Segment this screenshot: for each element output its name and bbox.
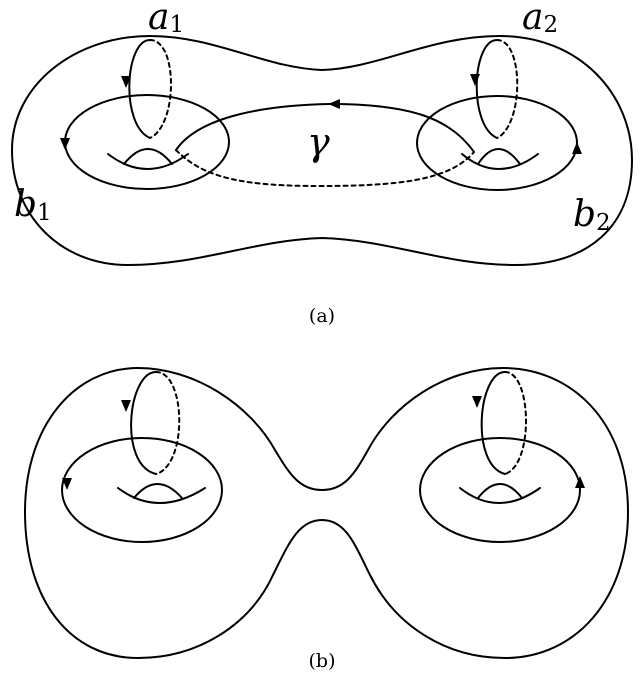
panel-b-left-meridian-arrow [121, 400, 131, 412]
panel-a-gamma-cycle-back [175, 149, 475, 187]
panel-a-left-hole-upper [123, 148, 173, 165]
panel-a-a2-cycle-back [496, 39, 519, 139]
caption-b: (b) [309, 650, 336, 672]
panel-b-right-meridian-back [504, 371, 527, 475]
panel-b-right-hole-upper [477, 483, 523, 499]
label-a2: a2 [522, 0, 558, 38]
panel-b-left-torus-cycle [61, 437, 223, 543]
panel-b-left-meridian-back [155, 371, 181, 475]
panel-a-a1-arrow [121, 76, 131, 88]
caption-a: (a) [309, 305, 335, 327]
panel-a: a1 a2 b1 b2 γ (a) [11, 0, 633, 327]
panel-b-left-hole-lower [117, 487, 206, 504]
panel-b-right-torus-arrow [575, 476, 585, 488]
panel-a-a2-cycle-front [475, 39, 498, 139]
label-gamma: γ [307, 120, 330, 164]
panel-b-left-meridian-front [130, 371, 157, 475]
panel-a-left-torus-b1-cycle [64, 94, 230, 190]
panel-b-right-hole-lower [459, 487, 541, 504]
label-a1: a1 [148, 0, 184, 38]
panel-b-right-torus-cycle [419, 437, 581, 543]
panel-b: (b) [24, 367, 629, 672]
panel-a-gamma-arrow [328, 99, 340, 109]
panel-a-right-hole-upper [477, 148, 521, 165]
panel-a-a1-cycle-back [149, 39, 172, 139]
panel-b-right-meridian-front [480, 371, 506, 475]
panel-a-b1-arrow [60, 138, 70, 150]
panel-a-a2-arrow [470, 74, 480, 86]
panel-b-surface-outline [24, 367, 629, 659]
panel-b-left-torus-arrow [62, 478, 72, 490]
panel-a-surface-outline [11, 35, 633, 266]
panel-a-a1-cycle-front [128, 39, 151, 139]
panel-a-right-hole-lower [461, 153, 539, 170]
panel-a-left-hole-lower [107, 153, 189, 170]
panel-a-right-torus-b2-cycle [416, 95, 578, 191]
panel-b-right-meridian-arrow [472, 396, 482, 408]
label-b2: b2 [573, 194, 611, 236]
panel-b-left-hole-upper [133, 483, 183, 499]
panel-a-b2-arrow [572, 142, 582, 154]
label-b1: b1 [14, 184, 52, 226]
